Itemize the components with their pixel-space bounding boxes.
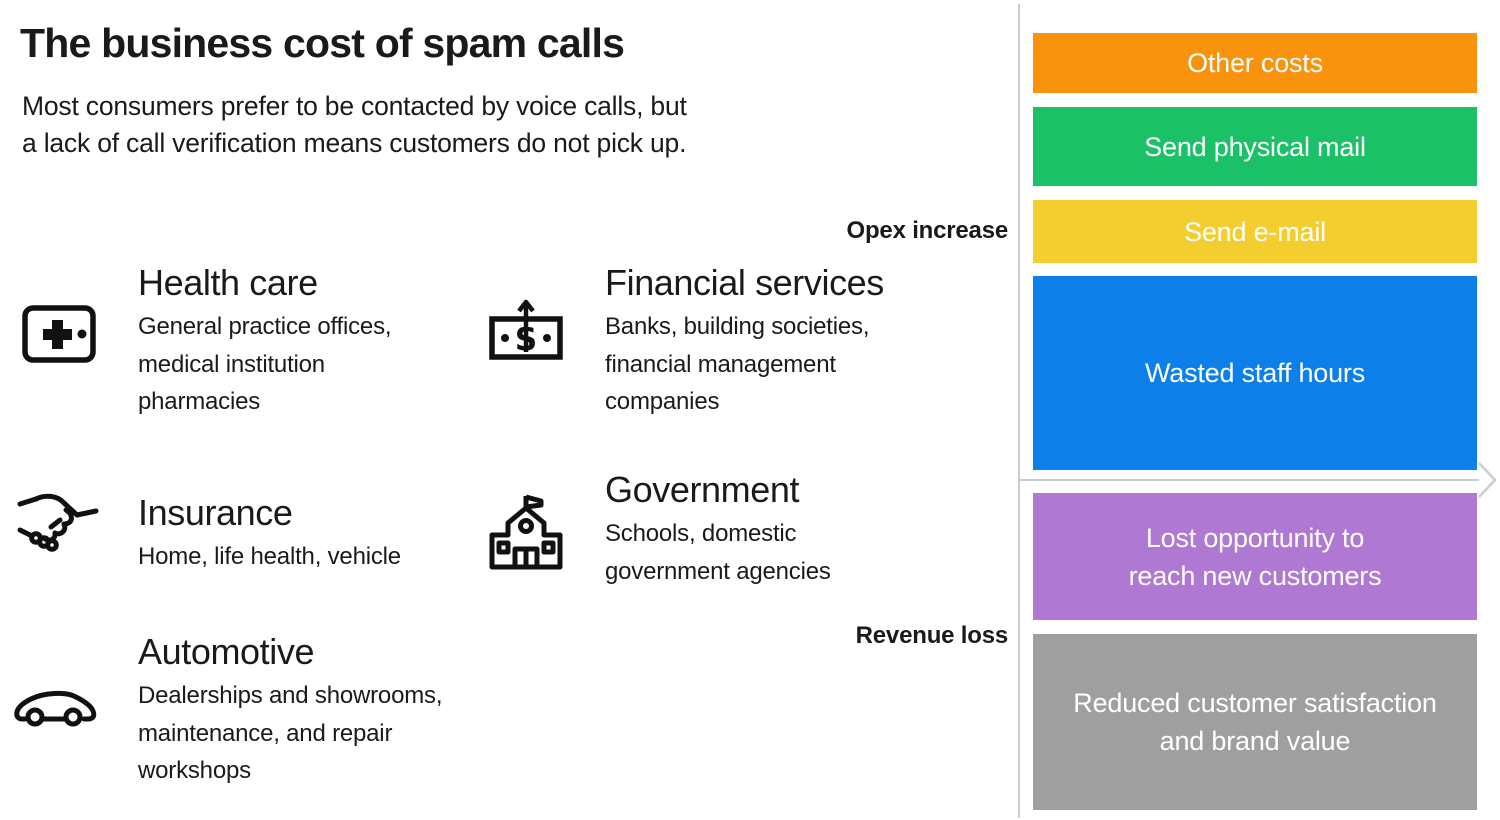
bar-send-email: Send e-mail xyxy=(1033,200,1477,263)
sector-description: Schools, domestic government agencies xyxy=(605,520,831,585)
car-icon xyxy=(14,684,98,728)
sector-description: Home, life health, vehicle xyxy=(138,543,401,570)
sector-automotive: Automotive Dealerships and showrooms, ma… xyxy=(138,630,442,790)
bar-label: Other costs xyxy=(1187,48,1323,78)
group-label-revenue-loss: Revenue loss xyxy=(855,622,1009,649)
sector-description: Banks, building societies, financial man… xyxy=(605,313,870,415)
axis-horizontal-line xyxy=(1019,479,1479,481)
axis-vertical-line xyxy=(1018,4,1020,818)
bar-other-costs: Other costs xyxy=(1033,33,1477,93)
medical-kit-icon xyxy=(22,305,96,363)
government-building-icon xyxy=(488,493,564,571)
bar-label: Reduced customer satisfaction and brand … xyxy=(1073,688,1437,756)
sector-name: Health care xyxy=(138,262,318,303)
banknote-arrow-icon: S xyxy=(489,298,563,360)
axis-arrow-right-icon xyxy=(1478,462,1497,498)
bar-reduced-satisfaction: Reduced customer satisfaction and brand … xyxy=(1033,634,1477,810)
bar-lost-opportunity: Lost opportunity to reach new customers xyxy=(1033,493,1477,620)
handshake-icon xyxy=(16,490,100,554)
sector-name: Financial services xyxy=(605,262,884,303)
bar-wasted-staff-hours: Wasted staff hours xyxy=(1033,276,1477,470)
sector-health-care: Health care General practice offices, me… xyxy=(138,261,392,421)
sector-financial-services: Financial services Banks, building socie… xyxy=(605,261,884,421)
bar-label: Send physical mail xyxy=(1144,131,1366,162)
sector-name: Automotive xyxy=(138,631,315,672)
sector-description: Dealerships and showrooms, maintenance, … xyxy=(138,682,443,784)
sector-name: Government xyxy=(605,469,800,510)
group-label-opex-increase: Opex increase xyxy=(846,217,1009,244)
page-subtitle: Most consumers prefer to be contacted by… xyxy=(22,91,687,158)
sector-insurance: Insurance Home, life health, vehicle xyxy=(138,491,401,576)
sector-government: Government Schools, domestic government … xyxy=(605,468,831,590)
sector-name: Insurance xyxy=(138,492,293,533)
sector-description: General practice offices, medical instit… xyxy=(138,313,392,415)
page-title: The business cost of spam calls xyxy=(20,20,625,66)
bar-send-physical-mail: Send physical mail xyxy=(1033,107,1477,186)
bar-label: Send e-mail xyxy=(1184,216,1326,247)
bar-label: Lost opportunity to reach new customers xyxy=(1128,522,1382,591)
bar-label: Wasted staff hours xyxy=(1144,358,1365,388)
